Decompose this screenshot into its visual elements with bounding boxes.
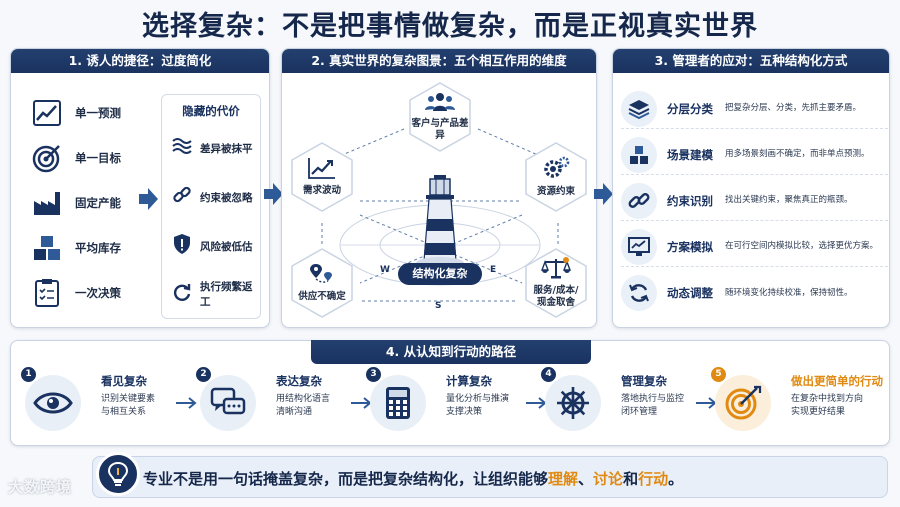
panel-oversimplification: 1. 诱人的捷径：过度简化 单一预测 单一目标 固定产能 平均库存: [10, 48, 270, 328]
dimension-supply-uncertainty: 供应不确定: [290, 247, 354, 319]
target-icon: [31, 142, 63, 174]
compass-e: E: [490, 265, 497, 275]
method-scheme-simulation: 方案模拟 在可行空间内模拟比较，选择更优方案。: [621, 227, 889, 267]
method-scenario-modeling: 场景建模 用多场景刻画不确定，而非单点预测。: [621, 135, 889, 175]
checklist-icon: [31, 277, 63, 309]
refresh-icon: [172, 282, 192, 306]
scale-icon: [540, 257, 572, 283]
boxes-icon: [31, 232, 63, 264]
step-simpler-action: 5 做出更简单的行动 在复杂中找到方向 实现更好结果: [711, 367, 887, 437]
method-dynamic-adjust: 动态调整 随环境变化持续校准，保持韧性。: [621, 273, 889, 313]
panel2-heading: 2. 真实世界的复杂图景：五个相互作用的维度: [282, 49, 596, 73]
structured-complexity-badge: 结构化复杂: [398, 263, 482, 285]
panel-real-world: 2. 真实世界的复杂图景：五个相互作用的维度 客户与产品差异 需求波动 资源约束: [281, 48, 597, 328]
item-average-inventory: 平均库存: [31, 228, 121, 268]
gears-icon: [542, 156, 570, 184]
arrow-to-hidden-cost: [139, 188, 158, 210]
layers-icon: [621, 90, 657, 127]
panel4-heading: 4. 从认知到行动的路径: [311, 340, 591, 364]
compass-w: W: [380, 265, 390, 275]
method-constraint-identify: 约束识别 找出关键约束，聚焦真正的瓶颈。: [621, 181, 889, 221]
item-single-goal: 单一目标: [31, 138, 121, 178]
step-arrow: [176, 397, 197, 409]
link-icon: [621, 182, 657, 219]
arrow-panel2-to-panel3: [594, 183, 613, 205]
step-see-complexity: 1 看见复杂 识别关键要素 与相互关系: [21, 367, 181, 437]
lighthouse-icon: [416, 175, 464, 269]
dimension-customer-product: 客户与产品差异: [408, 81, 472, 153]
step-express-complexity: 2 表达复杂 用结构化语言 清晰沟通: [196, 367, 356, 437]
watermark: 大数跨境: [8, 478, 73, 496]
lightbulb-icon: [96, 452, 140, 496]
item-single-forecast: 单一预测: [31, 93, 121, 133]
hidden-cost-item: 风险被低估: [172, 233, 253, 259]
calculator-icon: [370, 375, 426, 431]
arrow-panel1-to-panel2: [264, 183, 283, 205]
cubes-icon: [621, 136, 657, 173]
step-compute-complexity: 3 计算复杂 量化分析与推演 支撑决策: [366, 367, 536, 437]
panel1-heading: 1. 诱人的捷径：过度简化: [11, 49, 269, 73]
eye-icon: [25, 375, 81, 431]
factory-icon: [31, 187, 63, 219]
panel-action-path: 4. 从认知到行动的路径 1 看见复杂 识别关键要素 与相互关系 2 表达复杂 …: [10, 340, 890, 446]
page-title: 选择复杂：不是把事情做复杂，而是正视真实世界: [142, 11, 758, 42]
helm-icon: [545, 375, 601, 431]
footer-text: 专业不是用一句话掩盖复杂，而是把复杂结构化，让组织能够理解、讨论和行动。: [143, 470, 684, 488]
footer-banner: 专业不是用一句话掩盖复杂，而是把复杂结构化，让组织能够理解、讨论和行动。: [92, 456, 888, 498]
compass-s: S: [435, 301, 442, 311]
dimension-demand-volatility: 需求波动: [290, 141, 354, 213]
hidden-cost-item: 执行频繁返工: [172, 279, 260, 309]
hidden-cost-box: 隐藏的代价 差异被抹平 约束被忽略 风险被低估 执行频繁返工: [161, 94, 261, 319]
dimension-resource-constraint: 资源约束: [524, 141, 588, 213]
panel3-heading: 3. 管理者的应对：五种结构化方式: [613, 49, 889, 73]
method-layer-classify: 分层分类 把复杂分层、分类，先抓主要矛盾。: [621, 89, 889, 129]
monitor-chart-icon: [621, 228, 657, 265]
item-fixed-capacity: 固定产能: [31, 183, 121, 223]
people-icon: [425, 92, 455, 116]
hidden-cost-item: 差异被抹平: [172, 137, 253, 159]
chat-icon: [200, 375, 256, 431]
broken-link-icon: [172, 185, 192, 209]
dimension-service-cost-cash: 服务/成本/ 现金取舍: [524, 247, 588, 319]
target-arrow-icon: [715, 375, 771, 431]
panel-management-response: 3. 管理者的应对：五种结构化方式 分层分类 把复杂分层、分类，先抓主要矛盾。 …: [612, 48, 890, 328]
cycle-icon: [621, 275, 657, 311]
item-one-time-decision: 一次决策: [31, 273, 121, 313]
simplification-list: 单一预测 单一目标 固定产能 平均库存 一次决策: [31, 93, 151, 318]
waves-icon: [172, 137, 192, 159]
warning-shield-icon: [172, 233, 192, 259]
hidden-cost-title: 隐藏的代价: [182, 104, 240, 118]
hidden-cost-item: 约束被忽略: [172, 185, 253, 209]
line-chart-icon: [31, 97, 63, 129]
map-route-icon: [308, 263, 336, 289]
step-manage-complexity: 4 管理复杂 落地执行与监控 闭环管理: [541, 367, 701, 437]
trend-chart-icon: [308, 157, 336, 183]
